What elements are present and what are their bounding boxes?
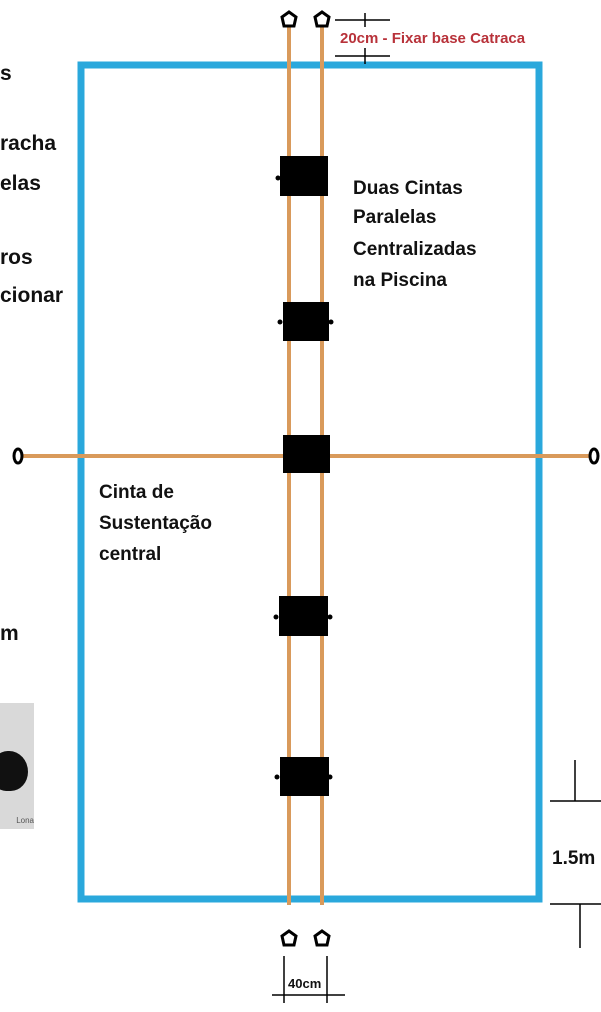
anchor-hook-icon — [313, 10, 331, 28]
left-fragment-4: ros — [0, 246, 33, 269]
straps-label-line3: Centralizadas — [353, 239, 477, 260]
anchor-hook-icon — [280, 929, 298, 947]
straps-label-line1: Duas Cintas — [353, 178, 463, 199]
right-measure-dimension — [550, 760, 601, 948]
left-fragment-1: s — [0, 62, 12, 85]
left-fragment-5: cionar — [0, 284, 64, 307]
anchor-hook-icon — [313, 929, 331, 947]
straps-label-line4: na Piscina — [353, 270, 447, 291]
ratchet-icon — [273, 596, 333, 636]
anchor-hook-icon — [12, 447, 24, 465]
central-strap-label-line1: Cinta de — [99, 482, 174, 503]
top-spacing-dimension — [335, 13, 390, 64]
bottom-spacing-label: 40cm — [288, 976, 322, 991]
central-strap-label-line2: Sustentação — [99, 513, 212, 534]
lona-photo-thumbnail: Lona — [0, 703, 34, 829]
left-fragment-2: racha — [0, 132, 57, 155]
lona-photo-object — [0, 751, 28, 791]
pool-outline — [77, 61, 543, 903]
right-measure-label: 1.5m — [552, 848, 596, 869]
anchor-hook-icon — [280, 10, 298, 28]
thumbnail-caption: Lona — [16, 816, 34, 825]
central-strap-label-line3: central — [99, 544, 162, 565]
ratchet-icon — [277, 302, 334, 341]
left-fragment-3: elas — [0, 172, 41, 195]
straps-label-line2: Paralelas — [353, 207, 437, 228]
top-spacing-label: 20cm - Fixar base Catraca — [340, 30, 526, 47]
left-fragment-6: m — [0, 622, 19, 645]
ratchet-icon — [275, 156, 328, 196]
ratchet-icon — [274, 757, 333, 796]
ratchet-icon — [283, 435, 330, 473]
anchor-hook-icon — [588, 447, 600, 465]
bottom-spacing-dimension — [272, 956, 345, 1003]
